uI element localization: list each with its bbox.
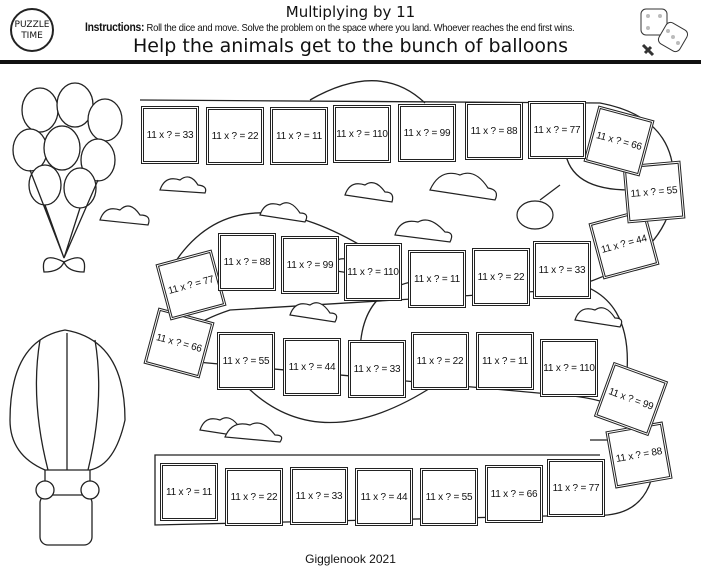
board-space: 11 x ? = 33	[141, 106, 199, 164]
board-space: 11 x ? = 110	[540, 339, 598, 397]
credit: Gigglenook 2021	[305, 552, 396, 566]
board-space: 11 x ? = 11	[476, 332, 534, 390]
board-space: 11 x ? = 33	[348, 340, 406, 398]
clouds	[99, 172, 623, 443]
arrow-jump	[309, 80, 426, 104]
board-space: 11 x ? = 110	[344, 243, 402, 301]
board-space: 11 x ? = 88	[218, 233, 276, 291]
instructions-label: Instructions:	[85, 22, 145, 34]
board-space: 11 x ? = 77	[547, 459, 605, 517]
dice-icon	[640, 8, 689, 57]
board-space: 11 x ? = 66	[485, 465, 543, 523]
board-space: 11 x ? = 11	[408, 250, 466, 308]
board-space: 11 x ? = 22	[472, 248, 530, 306]
board-space: 11 x ? = 22	[206, 107, 264, 165]
board-space: 11 x ? = 22	[411, 332, 469, 390]
board-space: 11 x ? = 99	[398, 104, 456, 162]
board-space: 11 x ? = 33	[290, 467, 348, 525]
board-space: 11 x ? = 55	[420, 468, 478, 526]
bird	[516, 184, 561, 230]
board-space: 11 x ? = 44	[355, 468, 413, 526]
board-space: 11 x ? = 77	[528, 101, 586, 159]
board-space: 11 x ? = 44	[283, 338, 341, 396]
instructions: Instructions: Roll the dice and move. So…	[85, 22, 575, 34]
board-space: 11 x ? = 11	[270, 107, 328, 165]
instructions-text: Roll the dice and move. Solve the proble…	[146, 22, 575, 34]
board-space: 11 x ? = 11	[160, 463, 218, 521]
header-divider	[0, 60, 701, 64]
board-space: 11 x ? = 22	[225, 468, 283, 526]
board-space: 11 x ? = 99	[281, 236, 339, 294]
subtitle: Help the animals get to the bunch of bal…	[133, 35, 568, 57]
board-space: 11 x ? = 33	[533, 241, 591, 299]
balloons	[12, 82, 123, 273]
board-space: 11 x ? = 55	[217, 332, 275, 390]
hot-air-balloon	[9, 329, 126, 546]
page-title: Multiplying by 11	[285, 3, 416, 21]
board-space: 11 x ? = 88	[465, 102, 523, 160]
board-space: 11 x ? = 110	[333, 105, 391, 163]
